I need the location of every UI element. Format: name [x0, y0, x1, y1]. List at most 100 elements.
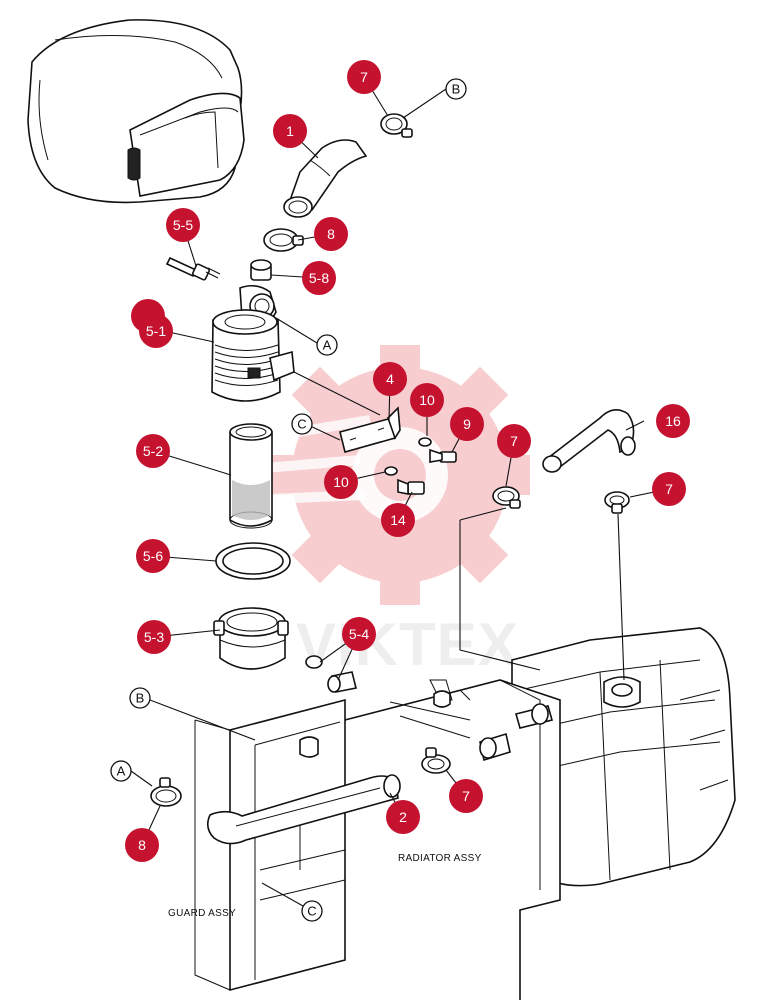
clamp-7-top [380, 113, 413, 138]
callout-8-upper-circle [314, 217, 348, 251]
callout-4-label: 4 [386, 371, 394, 387]
callout-14[interactable]: 14 [381, 503, 415, 537]
ref-a-top-circle [316, 334, 338, 356]
callout-1-circle [273, 114, 307, 148]
radiator-assy-label: RADIATOR ASSY [398, 853, 482, 864]
callout-16-circle [656, 404, 690, 438]
callout-10-upper-circle [410, 383, 444, 417]
callout-10-lower-circle [324, 465, 358, 499]
sleeve-5-8 [250, 259, 272, 281]
callout-16-label: 16 [665, 413, 681, 429]
callout-5-1-label: 5-1 [146, 323, 166, 339]
callout-10-lower-label: 10 [333, 474, 349, 490]
callout-5-1-circle [139, 314, 173, 348]
air-cleaner-cover [27, 19, 245, 204]
callout-4[interactable]: 4 [373, 362, 407, 396]
callout-9[interactable]: 9 [450, 407, 484, 441]
clamp-8-lower [150, 777, 182, 807]
clamp-7-right [604, 491, 630, 514]
callout-1[interactable]: 1 [273, 114, 307, 148]
callout-5-3[interactable]: 5-3 [137, 620, 171, 654]
clamp-7-mid [492, 486, 521, 509]
callout-1-label: 1 [286, 123, 294, 139]
air-cleaner-body [211, 284, 295, 402]
cap-5-3 [213, 607, 289, 670]
hose-16 [542, 409, 636, 473]
ref-c-top-circle [291, 413, 313, 435]
callout-10-upper-label: 10 [419, 392, 435, 408]
guard-frame [194, 698, 346, 992]
ref-b-bottom[interactable]: B [129, 687, 151, 709]
clamp-8-upper [263, 228, 304, 252]
callout-5-6-circle [136, 539, 170, 573]
oring-5-6 [215, 542, 291, 580]
indicator-5-5 [165, 256, 221, 281]
ref-c-top[interactable]: C [291, 413, 313, 435]
callout-8-lower[interactable]: 8 [125, 828, 159, 862]
ref-b-top[interactable]: B [445, 78, 467, 100]
watermark-text: VIKTEX [296, 611, 519, 678]
ref-a-bottom-circle [110, 760, 132, 782]
callout-14-circle [381, 503, 415, 537]
callout-2-label: 2 [399, 809, 407, 825]
callout-5-6[interactable]: 5-6 [136, 539, 170, 573]
callout-5-4-circle [342, 617, 376, 651]
callout-7-lower-circle [449, 779, 483, 813]
callout-5-8-label: 5-8 [309, 270, 329, 286]
ref-a-top-label: A [323, 338, 332, 353]
callout-5-4-label: 5-4 [349, 626, 369, 642]
callout-5-1[interactable]: 5-1 [139, 314, 173, 348]
valve-5-4 [305, 655, 357, 693]
callout-8-upper-label: 8 [327, 226, 335, 242]
callout-5-3-label: 5-3 [144, 629, 164, 645]
ref-a-bottom[interactable]: A [110, 760, 132, 782]
callout-5-8-circle [302, 261, 336, 295]
callout-10-lower[interactable]: 10 [324, 465, 358, 499]
callout-16[interactable]: 16 [656, 404, 690, 438]
ref-b-top-circle [445, 78, 467, 100]
ref-a-bottom-label: A [117, 764, 126, 779]
callout-7-top[interactable]: 7 [347, 60, 381, 94]
callout-10-upper[interactable]: 10 [410, 383, 444, 417]
engine-block [511, 627, 736, 887]
callout-8-upper[interactable]: 8 [314, 217, 348, 251]
callout-7-mid-label: 7 [510, 433, 518, 449]
callout-14-label: 14 [390, 512, 406, 528]
washer-10-lower [384, 466, 398, 476]
bolt-9 [429, 448, 457, 463]
filter-element-5-2 [229, 423, 273, 529]
callout-5-8[interactable]: 5-8 [302, 261, 336, 295]
callout-7-top-label: 7 [360, 69, 368, 85]
washer-10-upper [418, 437, 432, 447]
callout-8-lower-label: 8 [138, 837, 146, 853]
callout-5-2-label: 5-2 [143, 443, 163, 459]
callout-5-2[interactable]: 5-2 [136, 434, 170, 468]
callout-9-circle [450, 407, 484, 441]
reference-markers: B A C B A C [110, 78, 467, 922]
callout-7-lower[interactable]: 7 [449, 779, 483, 813]
callout-7-mid[interactable]: 7 [497, 424, 531, 458]
callout-5-2-circle [136, 434, 170, 468]
callout-7-top-circle [347, 60, 381, 94]
callout-7-right-circle [652, 472, 686, 506]
callout-5-6-label: 5-6 [143, 548, 163, 564]
callout-5-3-circle [137, 620, 171, 654]
bolt-14 [397, 478, 425, 495]
callout-7-mid-circle [497, 424, 531, 458]
callout-4-circle [373, 362, 407, 396]
callout-7-right-label: 7 [665, 481, 673, 497]
callout-5-5-circle [166, 208, 200, 242]
callout-7-right[interactable]: 7 [652, 472, 686, 506]
ref-b-bottom-circle [129, 687, 151, 709]
hose-1 [283, 139, 368, 218]
bracket-4 [339, 406, 401, 453]
callout-2[interactable]: 2 [386, 800, 420, 834]
callout-5-4[interactable]: 5-4 [342, 617, 376, 651]
clamp-7-lower [421, 747, 451, 774]
ref-c-bottom[interactable]: C [301, 900, 323, 922]
ref-a-top[interactable]: A [316, 334, 338, 356]
ref-c-top-label: C [297, 417, 306, 432]
callout-8-lower-circle [125, 828, 159, 862]
callout-5-5[interactable]: 5-5 [166, 208, 200, 242]
